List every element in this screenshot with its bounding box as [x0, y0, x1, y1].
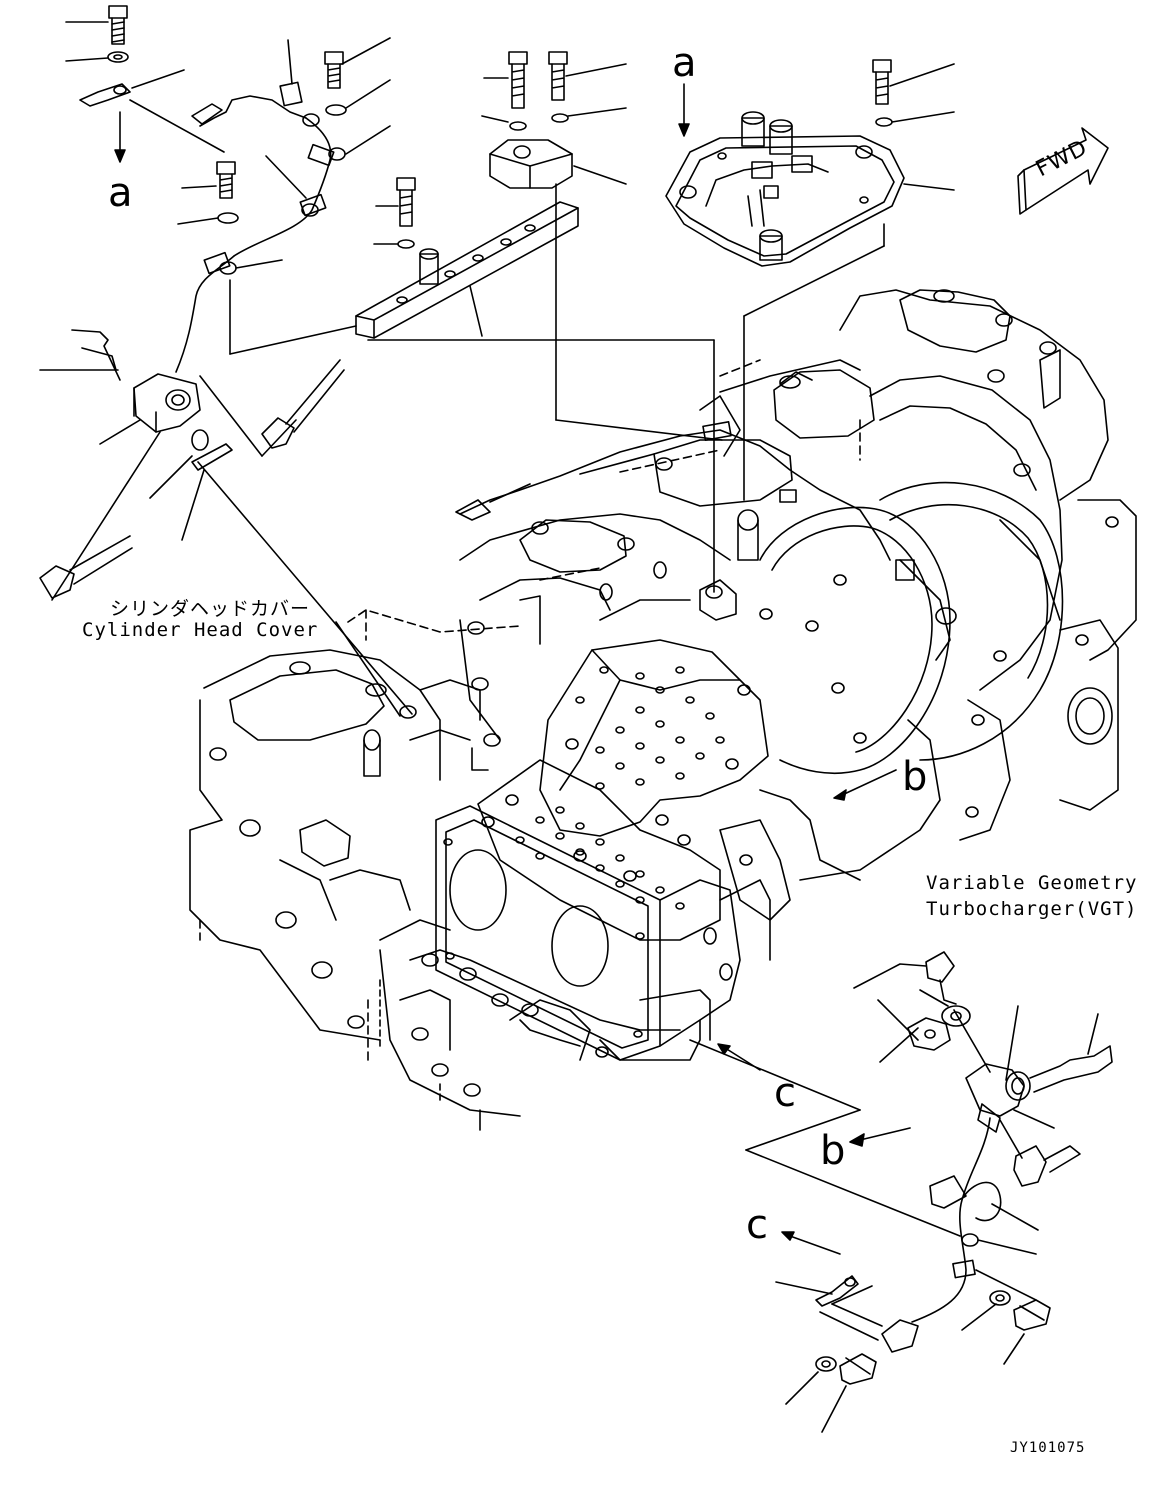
- callout-c-right: c: [774, 1070, 796, 1116]
- sensor-harness: [175, 81, 346, 373]
- callout-c-lower: c: [746, 1202, 768, 1248]
- mounting-bar: [229, 201, 579, 355]
- exhaust-flange-front: [435, 805, 771, 1061]
- bolt-bar: [373, 177, 416, 249]
- speed-sensor-left: [39, 329, 233, 541]
- arrow-to-a-right: [678, 83, 690, 137]
- adapter-plate: [665, 111, 905, 501]
- heat-shield-lower: [477, 759, 721, 941]
- mounting-block: [489, 139, 627, 189]
- bolts-harness-clamps: [177, 37, 391, 269]
- clamp-bracket-right: [775, 1231, 883, 1341]
- arrow-to-a-left: [114, 111, 126, 163]
- heat-shield-upper: [539, 639, 769, 837]
- reference-lines: [197, 183, 961, 1237]
- fwd-direction-arrow: [1017, 127, 1109, 215]
- engine-assembly: [189, 289, 1137, 1131]
- caption-cylinder-head-cover-jp: シリンダヘッドカバー: [110, 598, 311, 620]
- leader-lines-top-left: [65, 21, 225, 153]
- caption-vgt-line1: Variable Geometry: [926, 872, 1138, 894]
- gasket-spacer-right: [849, 989, 971, 1147]
- caption-vgt-line2: Turbocharger(VGT): [926, 898, 1138, 920]
- speed-sensor-right: [965, 1005, 1113, 1133]
- callout-a-left: a: [108, 170, 133, 216]
- callout-a-right: a: [672, 40, 697, 86]
- bolts-lower-right: [785, 1290, 1051, 1433]
- construction-dashes: [199, 359, 861, 1061]
- callout-b-lower: b: [820, 1128, 846, 1174]
- callout-b-right: b: [902, 754, 928, 800]
- caption-cylinder-head-cover-en: Cylinder Head Cover: [82, 619, 319, 641]
- washer-top-left: [107, 51, 129, 63]
- clamp-bracket-top-left: [79, 83, 131, 107]
- harness-right: [881, 1117, 1039, 1353]
- bolts-bracket-center: [481, 51, 627, 131]
- connector-left-lower: [39, 431, 161, 601]
- drawing-code: JY101075: [1010, 1440, 1086, 1456]
- turbocharger: [759, 375, 1064, 881]
- connector-left-mid: [199, 359, 345, 457]
- bolt-plate: [872, 59, 955, 191]
- connector-right-top: [853, 951, 991, 1073]
- connector-right-mid: [999, 1119, 1081, 1187]
- bolt-top-left: [108, 5, 128, 45]
